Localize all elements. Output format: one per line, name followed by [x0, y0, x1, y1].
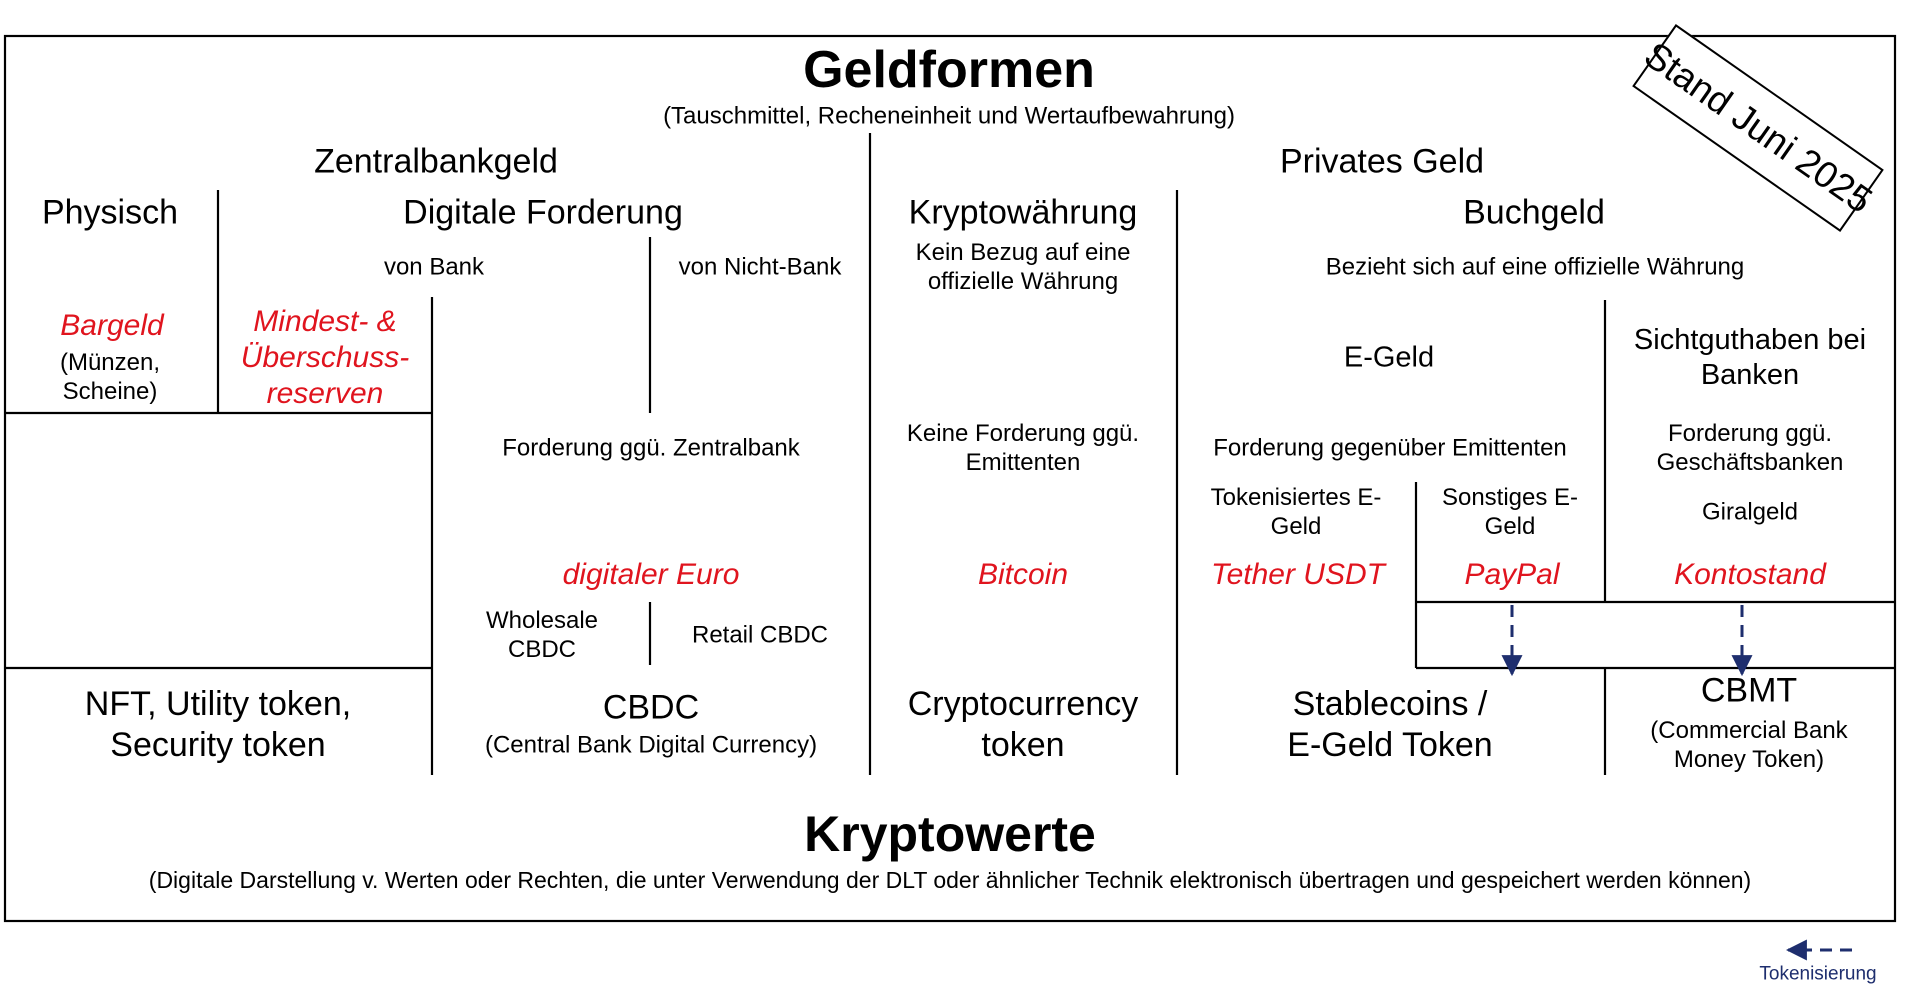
forderung-zentralbank: Forderung ggü. Zentralbank [502, 434, 800, 462]
token-stablecoins-e-geld: Stablecoins /E-Geld Token [1287, 685, 1493, 764]
header-buchgeld: Buchgeld [1463, 193, 1605, 232]
label-tokenisiertes-e-geld: Tokenisiertes E-Geld [1210, 484, 1382, 540]
section-zentralbankgeld: Zentralbankgeld [314, 142, 558, 181]
example-bitcoin: Bitcoin [977, 558, 1069, 591]
token-cbmt: CBMT [1700, 671, 1798, 710]
page-subtitle: (Tauschmittel, Recheneinheit und Wertauf… [663, 102, 1235, 130]
outer-frame [3, 34, 1897, 923]
label-sonstiges-e-geld: Sonstiges E-Geld [1441, 484, 1579, 540]
token-nft-utility-security: NFT, Utility token,Security token [84, 685, 352, 764]
example-digitaler-euro: digitaler Euro [562, 558, 740, 591]
footer-kryptowerte: Kryptowerte [804, 806, 1096, 862]
footer-kryptowerte-description: (Digitale Darstellung v. Werten oder Rec… [148, 867, 1752, 894]
header-physisch: Physisch [41, 193, 179, 232]
label-retail-cbdc: Retail CBDC [691, 621, 829, 649]
label-giralgeld: Giralgeld [1701, 498, 1799, 526]
example-paypal: PayPal [1464, 558, 1560, 591]
example-kontostand: Kontostand [1674, 558, 1826, 591]
example-bargeld: Bargeld [60, 309, 164, 342]
label-e-geld: E-Geld [1343, 341, 1435, 374]
bargeld-description: (Münzen,Scheine) [59, 349, 161, 405]
forderung-emittenten: Forderung gegenüber Emittenten [1213, 434, 1567, 462]
example-tether-usdt: Tether USDT [1211, 558, 1385, 591]
page-title: Geldformen [803, 40, 1095, 99]
section-privates-geld: Privates Geld [1279, 142, 1485, 181]
forderung-geschaeftsbanken: Forderung ggü.Geschäftsbanken [1656, 420, 1844, 476]
example-mindest-ueberschussreserven: Mindest- &Überschuss-reserven [240, 305, 410, 410]
header-digitale-forderung: Digitale Forderung [403, 193, 683, 232]
token-cbdc: CBDC [602, 688, 700, 727]
header-kryptowaehrung: Kryptowährung [908, 193, 1138, 232]
keine-forderung: Keine Forderung ggü.Emittenten [906, 420, 1140, 476]
legend-tokenisierung: Tokenisierung [1759, 963, 1877, 985]
token-cbdc-description: (Central Bank Digital Currency) [484, 731, 818, 759]
subheader-von-bank: von Bank [383, 253, 485, 281]
buchgeld-description: Bezieht sich auf eine offizielle Währung [1325, 253, 1745, 281]
subheader-von-nicht-bank: von Nicht-Bank [678, 253, 842, 281]
